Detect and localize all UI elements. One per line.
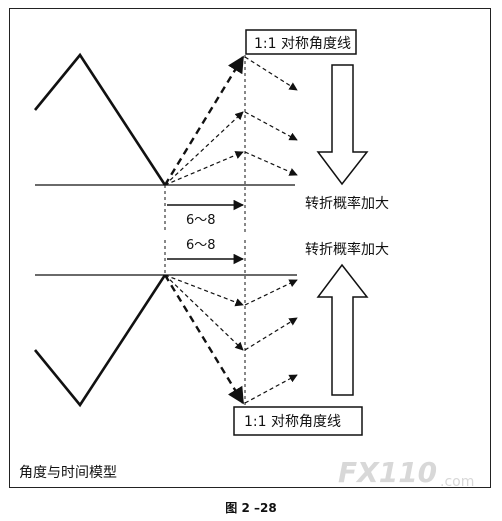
top-box	[245, 29, 357, 55]
bottom-span-label: 6～8	[186, 238, 216, 253]
bottom-fan-line-3	[164, 274, 244, 307]
top-span-label: 6～8	[186, 213, 216, 228]
top-box-label: 1:1 对称角度线	[254, 36, 351, 52]
watermark-logo: FX110 .com	[338, 456, 474, 490]
top-symmetric-angle-line	[163, 55, 245, 186]
svg-text:FX110: FX110	[338, 456, 437, 489]
top-note: 转折概率加大	[305, 195, 389, 212]
bottom-box	[233, 406, 363, 436]
panel-title: 角度与时间模型	[19, 465, 117, 481]
bottom-box-label: 1:1 对称角度线	[244, 414, 341, 430]
bottom-note: 转折概率加大	[305, 241, 389, 258]
bottom-price-zigzag	[33, 274, 167, 408]
up-arrow	[316, 263, 369, 396]
top-fan-line-5	[244, 111, 298, 141]
bottom-fan-line-5	[244, 317, 298, 351]
top-price-zigzag	[33, 52, 167, 186]
top-fan-line-3	[164, 151, 244, 186]
bottom-fan-line-4	[244, 279, 298, 306]
diagram-frame	[9, 8, 491, 488]
top-fan-line-6	[244, 151, 298, 176]
top-fan-line-4	[244, 56, 298, 91]
bottom-symmetric-angle-line	[163, 274, 245, 405]
top-fan-line-2	[164, 111, 244, 186]
figure-caption: 图 2 –28	[225, 501, 277, 515]
down-arrow	[316, 64, 369, 186]
bottom-fan-line-6	[244, 374, 298, 404]
svg-text:.com: .com	[440, 474, 474, 490]
